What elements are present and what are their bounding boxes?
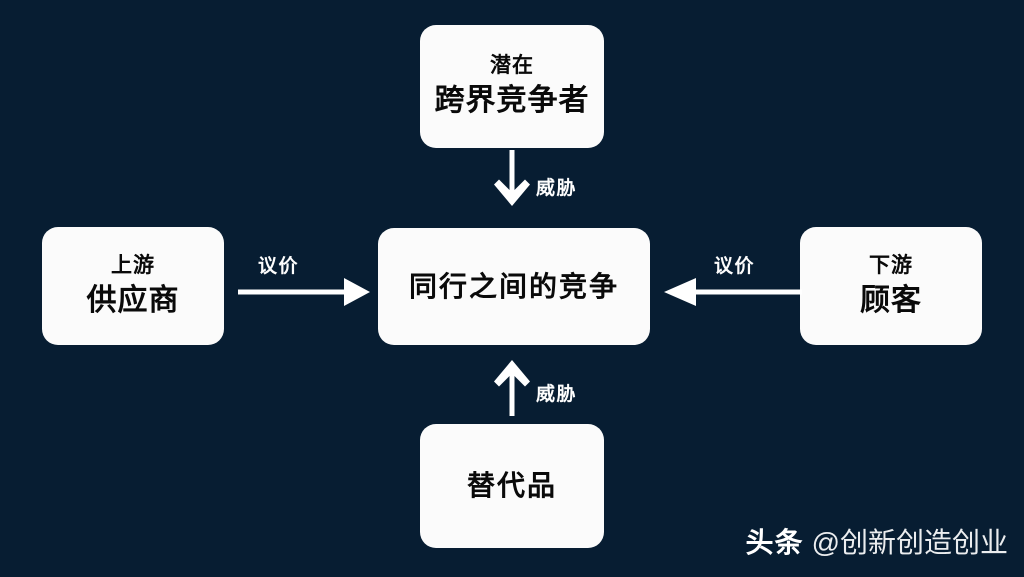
node-supplier[interactable]: 上游 供应商 [42,227,224,345]
node-industry-rivalry-label: 同行之间的竞争 [408,270,619,302]
watermark-handle: @创新创造创业 [811,527,1008,558]
node-supplier-line1: 上游 [111,253,155,277]
node-industry-rivalry[interactable]: 同行之间的竞争 [378,228,650,345]
node-substitute-label: 替代品 [466,470,557,502]
watermark: 头条 @创新创造创业 [746,521,1008,561]
node-potential-entrant-line2: 跨界竞争者 [434,84,590,118]
arrow-left-icon [662,275,802,309]
node-customer-line2: 顾客 [860,283,922,317]
watermark-brand: 头条 [745,527,804,558]
arrow-right-icon [238,275,372,309]
arrow-label-bargaining-left: 议价 [258,256,300,277]
node-potential-entrant[interactable]: 潜在 跨界竞争者 [420,25,604,148]
arrow-label-threat-top: 威胁 [536,178,578,199]
node-customer-line1: 下游 [869,253,913,277]
node-substitute[interactable]: 替代品 [420,424,604,548]
arrow-up-icon [492,360,532,420]
arrow-label-bargaining-right: 议价 [714,256,756,277]
arrow-down-icon [492,150,532,210]
node-supplier-line2: 供应商 [86,283,180,317]
node-potential-entrant-line1: 潜在 [490,54,534,78]
arrow-label-threat-bottom: 威胁 [536,384,578,405]
node-customer[interactable]: 下游 顾客 [800,227,982,345]
